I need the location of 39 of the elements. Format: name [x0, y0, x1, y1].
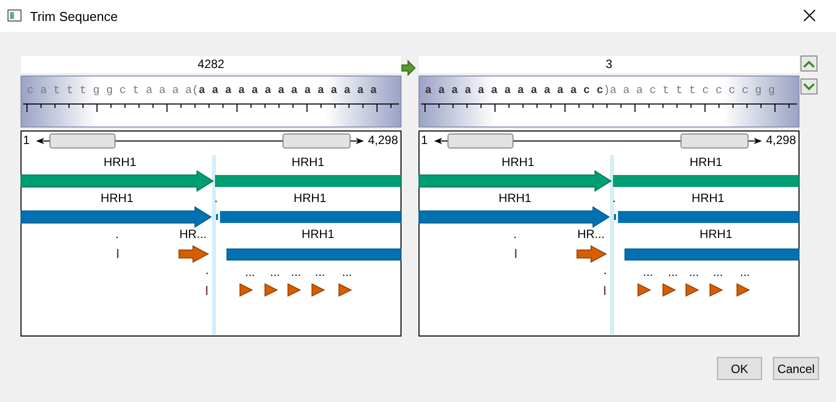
feature-label: HRH1 — [692, 191, 724, 206]
cancel-button: Cancel — [773, 357, 819, 380]
feature-label: HRH1 — [700, 227, 732, 242]
sequence-text: c a t t t g g c t a a a a(a a a a a a a a a a a a a a — [27, 84, 377, 99]
feature-label: HRH1 — [104, 155, 136, 170]
sequence-text: a a a a a a a a a a a a c c)a a a c t t t c c c c g g — [425, 84, 775, 99]
ellipsis-label: ... — [668, 265, 678, 280]
feature-label: HR... — [179, 227, 207, 242]
ellipsis-label: ... — [643, 265, 653, 280]
ellipsis-label: ... — [245, 265, 255, 280]
feature-label: HRH1 — [690, 155, 722, 170]
number-field: 4282 — [21, 56, 401, 73]
dot-label: . — [115, 227, 119, 242]
feature-label: HRH1 — [100, 191, 134, 206]
range-end-label: 4,298 — [368, 133, 398, 148]
dialog-title: Trim Sequence — [30, 9, 118, 24]
ellipsis-label: ... — [713, 265, 723, 280]
range-start-label: 1 — [23, 133, 30, 148]
ellipsis-label: ... — [291, 265, 301, 280]
feature-label: HRH1 — [502, 155, 534, 170]
range-start-label: 1 — [421, 133, 428, 148]
ellipsis-label: ... — [315, 265, 325, 280]
dot-label: . — [603, 263, 607, 278]
ok-button: OK — [717, 357, 762, 380]
number-field: 3 — [419, 56, 799, 73]
ellipsis-label: ... — [689, 265, 699, 280]
feature-label: HRH1 — [302, 227, 334, 242]
ellipsis-label: ... — [270, 265, 280, 280]
feature-label: HRH1 — [294, 191, 326, 206]
ellipsis-label: ... — [342, 265, 352, 280]
dot-label: . — [612, 191, 616, 206]
dot-label: . — [214, 191, 218, 206]
dot-label: . — [513, 227, 517, 242]
range-end-label: 4,298 — [766, 133, 796, 148]
dot-label: . — [205, 263, 209, 278]
feature-label: HRH1 — [498, 191, 532, 206]
ellipsis-label: ... — [740, 265, 750, 280]
feature-label: HRH1 — [292, 155, 324, 170]
feature-label: HR... — [577, 227, 605, 242]
